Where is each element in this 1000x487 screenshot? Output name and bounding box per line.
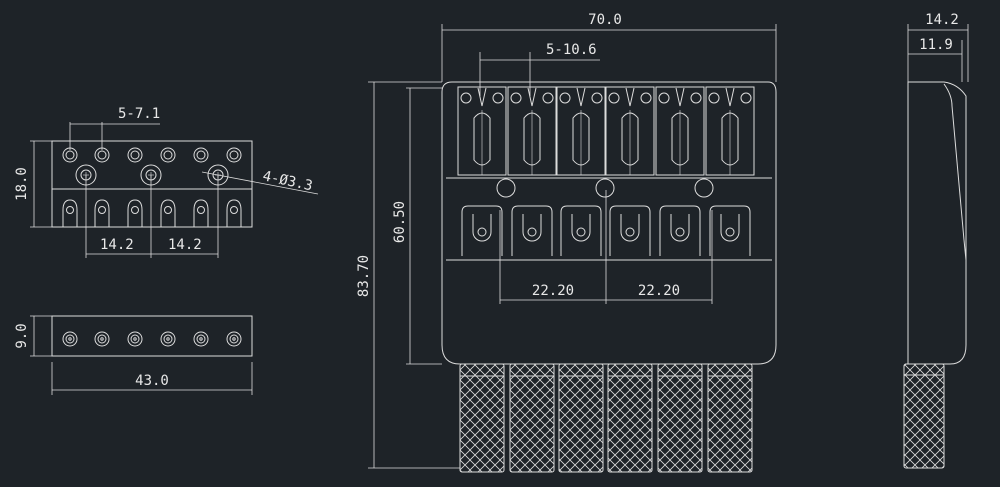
strip-hole [160, 331, 176, 347]
fine-tuner-knob [459, 363, 505, 473]
saddle-slot [560, 178, 615, 256]
string-hole [193, 147, 209, 163]
fine-tuner-knob [607, 363, 653, 473]
strip-hole [193, 331, 209, 347]
string-hole [62, 147, 78, 163]
top-plate-hole-dia-label: 4-Ø3.3 [261, 168, 314, 194]
saddle [507, 86, 557, 176]
bottom-plate-outline [51, 315, 253, 357]
ferrule-slot [160, 199, 176, 227]
saddle [605, 86, 655, 176]
strip-hole [94, 331, 110, 347]
strip-hole [127, 331, 143, 347]
top-plate-height-label: 18.0 [14, 167, 30, 201]
ferrule-slot [94, 199, 110, 227]
front-right-mount-label: 22.20 [638, 283, 680, 299]
fine-tuner-knob [509, 363, 555, 473]
fine-tuner-knobs [459, 363, 753, 473]
saddle-slot [659, 178, 714, 256]
top-plate-holes [62, 147, 242, 227]
string-hole [127, 147, 143, 163]
string-hole [226, 147, 242, 163]
ferrule-slot [127, 199, 143, 227]
string-hole [94, 147, 110, 163]
saddles [457, 86, 755, 256]
strip-hole [226, 331, 242, 347]
side-view [903, 24, 969, 469]
string-hole [160, 147, 176, 163]
front-total-height-label: 83.70 [356, 255, 372, 297]
ferrule-slot [62, 199, 78, 227]
top-plate-view [30, 122, 319, 258]
top-plate-right-spacing-label: 14.2 [168, 237, 202, 253]
bottom-plate-width-label: 43.0 [135, 373, 169, 389]
top-plate-hole-spacing-label: 5-7.1 [118, 106, 160, 122]
front-view [368, 24, 777, 473]
side-knob [903, 363, 945, 469]
bottom-plate-view [30, 315, 253, 395]
bottom-plate-height-label: 9.0 [14, 323, 30, 348]
bridge-body-outline [441, 81, 777, 365]
fine-tuner-knob [657, 363, 703, 473]
saddle-slot [511, 205, 553, 256]
front-string-spacing-label: 5-10.6 [546, 42, 597, 58]
saddle [556, 86, 606, 176]
strip-holes [62, 331, 242, 347]
saddle-slot [461, 178, 516, 256]
front-left-mount-label: 22.20 [532, 283, 574, 299]
side-profile-outline [907, 81, 967, 365]
front-total-width-label: 70.0 [588, 12, 622, 28]
strip-hole [62, 331, 78, 347]
side-outer-width-label: 14.2 [925, 12, 959, 28]
saddle-slot [609, 205, 651, 256]
top-plate-left-spacing-label: 14.2 [100, 237, 134, 253]
ferrule-slot [226, 199, 242, 227]
ferrule-slot [193, 199, 209, 227]
saddle [457, 86, 507, 176]
fine-tuner-knob [558, 363, 604, 473]
side-inner-width-label: 11.9 [919, 37, 953, 53]
saddle [655, 86, 705, 176]
saddle [705, 86, 755, 176]
saddle-slot [709, 205, 751, 256]
fine-tuner-knob [707, 363, 753, 473]
top-plate-outline [51, 140, 253, 228]
front-body-height-label: 60.50 [392, 201, 408, 243]
